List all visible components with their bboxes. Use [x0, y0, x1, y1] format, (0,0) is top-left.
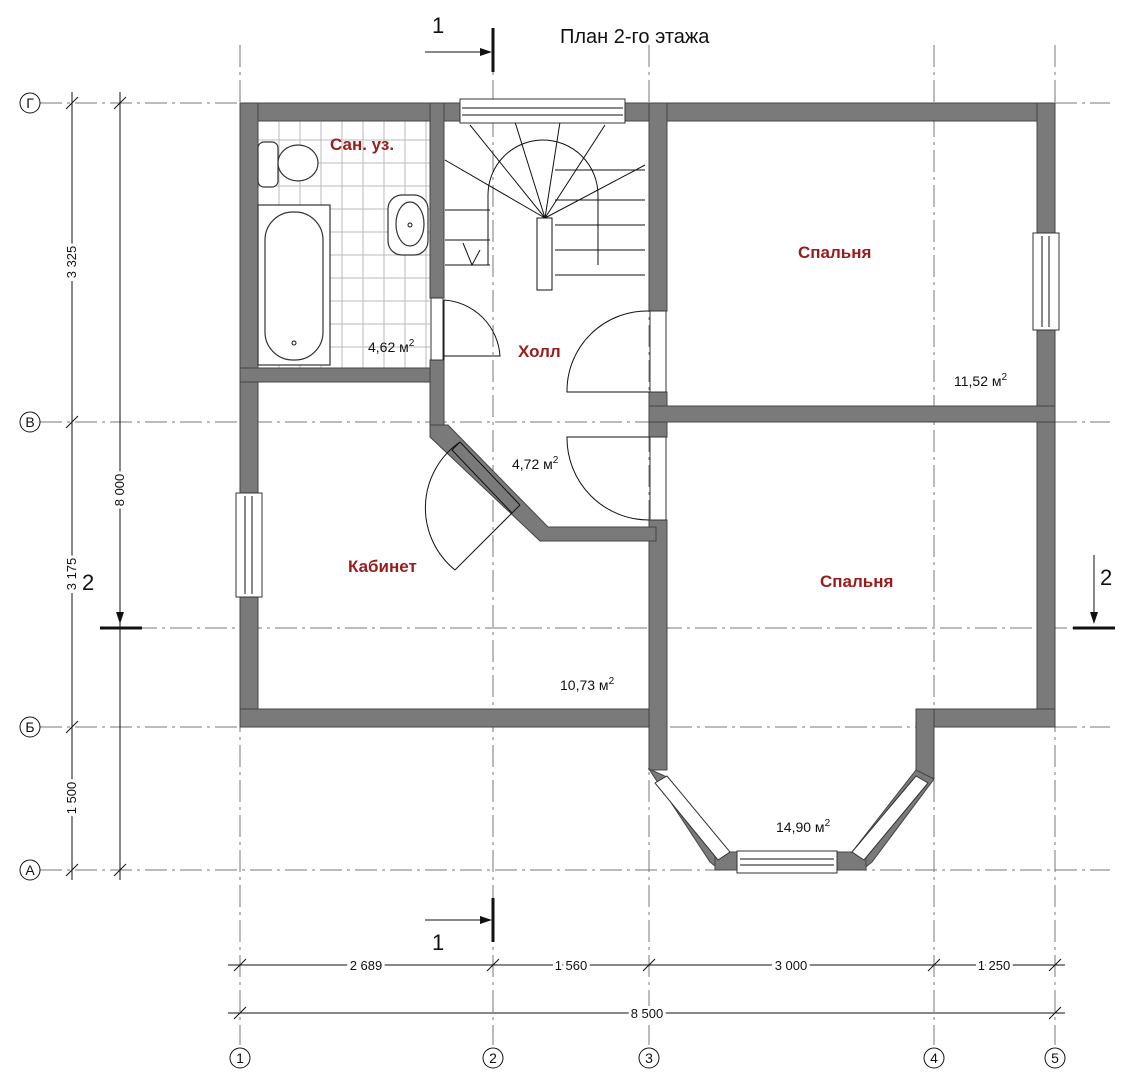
wall-bath-bottom	[239, 367, 445, 383]
axis-marker-a: А	[25, 862, 35, 878]
axis-marker-5: 5	[1051, 1050, 1059, 1066]
area-hall: 4,72 м2	[512, 455, 559, 472]
horizontal-dimensions: 2 689 1 560 3 000 1 250 8 500	[228, 955, 1065, 1024]
wall-bottom-right	[915, 708, 1056, 728]
wall-hall-diagonal	[429, 424, 657, 542]
wall-bedroom-divider	[648, 405, 1056, 423]
toilet-tank	[257, 141, 279, 188]
wall-bath-stub	[429, 359, 445, 426]
section-1-top-label: 1	[432, 13, 444, 38]
dim-v-2: 3 175	[64, 558, 79, 591]
doors	[424, 297, 667, 571]
dim-h-2: 1 560	[555, 958, 588, 973]
staircase	[444, 121, 646, 291]
area-bedroom-bottom: 14,90 м2	[776, 818, 831, 835]
dim-h-total: 8 500	[631, 1006, 664, 1021]
dim-h-3: 3 000	[775, 958, 808, 973]
section-2-right-label: 2	[1100, 565, 1112, 590]
axis-marker-4: 4	[930, 1050, 938, 1066]
toilet-bowl	[277, 144, 319, 182]
section-1-bottom-label: 1	[432, 930, 444, 955]
section-2-left-label: 2	[82, 570, 94, 595]
room-label-bedroom-bottom: Спальня	[820, 572, 893, 591]
wall-left-upper	[239, 102, 259, 494]
room-label-bathroom: Сан. уз.	[330, 135, 394, 154]
walls	[239, 102, 1056, 780]
axis-marker-2: 2	[489, 1050, 497, 1066]
wall-hall-right-low	[648, 519, 668, 771]
axis-marker-1: 1	[236, 1050, 244, 1066]
room-labels: Сан. уз. Холл Спальня Кабинет Спальня	[330, 135, 893, 591]
bay-window	[647, 767, 935, 874]
wall-top	[239, 102, 1056, 122]
dim-v-1: 3 325	[64, 246, 79, 279]
axis-marker-v: В	[25, 414, 34, 430]
axis-marker-b: Б	[25, 719, 34, 735]
axis-grid	[40, 45, 1115, 1045]
area-bedroom-top: 11,52 м2	[954, 372, 1008, 389]
wall-bottom-study	[239, 708, 651, 728]
room-label-study: Кабинет	[348, 557, 417, 576]
section-marks: 1 1 2 2	[82, 13, 1115, 955]
number-axis-markers: 1 2 3 4 5	[229, 1047, 1066, 1069]
letter-axis-markers: Г В Б А	[19, 92, 41, 881]
wall-left-lower	[239, 596, 259, 728]
dim-h-1: 2 689	[350, 958, 383, 973]
dim-h-4: 1 250	[978, 958, 1011, 973]
windows	[235, 98, 1060, 598]
dim-v-total: 8 000	[112, 474, 127, 507]
room-label-hall: Холл	[518, 342, 561, 361]
area-bathroom: 4,62 м2	[368, 338, 415, 355]
axis-marker-g: Г	[26, 95, 34, 111]
window-right	[1032, 232, 1060, 331]
area-study: 10,73 м2	[560, 676, 615, 693]
wall-bath-right	[429, 102, 445, 299]
wall-bay-right-stub	[915, 708, 935, 780]
window-top	[459, 98, 626, 124]
dim-v-3: 1 500	[64, 782, 79, 815]
axis-marker-3: 3	[645, 1050, 653, 1066]
wall-stair-right	[648, 102, 668, 312]
wall-right-upper	[1036, 102, 1056, 234]
wall-right-lower	[1036, 329, 1056, 728]
area-labels: 4,62 м2 4,72 м2 11,52 м2 10,73 м2 14,90 …	[368, 338, 1008, 835]
room-label-bedroom-top: Спальня	[798, 243, 871, 262]
window-left	[235, 492, 263, 598]
vertical-dimensions: 3 325 3 175 1 500 8 000	[61, 92, 130, 880]
fixtures	[257, 141, 429, 366]
plan-title: План 2-го этажа	[560, 26, 710, 48]
